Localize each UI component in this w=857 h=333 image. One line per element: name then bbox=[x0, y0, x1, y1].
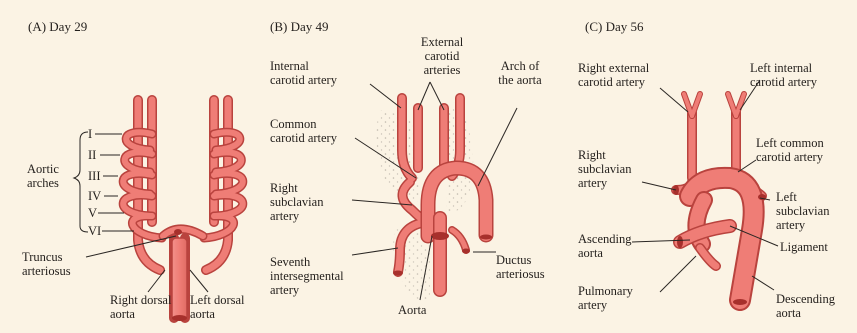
arch-numeral-ii: II bbox=[88, 148, 96, 162]
label-right-subclavian-c: Right subclavian artery bbox=[578, 148, 631, 190]
label-left-common-carotid: Left common carotid artery bbox=[756, 136, 824, 164]
panel-a-vessels bbox=[123, 100, 243, 321]
panel-c-title: (C) Day 56 bbox=[585, 20, 644, 34]
label-right-dorsal-aorta: Right dorsal aorta bbox=[110, 293, 171, 321]
arch-numeral-i: I bbox=[88, 127, 92, 141]
label-ductus-arteriosus: Ductus arteriosus bbox=[496, 253, 545, 281]
panel-c-vessels bbox=[673, 94, 766, 305]
label-right-subclavian-b: Right subclavian artery bbox=[270, 181, 323, 223]
arch-numeral-iii: III bbox=[88, 169, 101, 183]
label-left-dorsal-aorta: Left dorsal aorta bbox=[190, 293, 245, 321]
arch-numeral-vi: VI bbox=[88, 224, 101, 238]
label-internal-carotid: Internal carotid artery bbox=[270, 59, 337, 87]
label-descending-aorta: Descending aorta bbox=[776, 292, 835, 320]
label-common-carotid: Common carotid artery bbox=[270, 117, 337, 145]
label-pulmonary-artery: Pulmonary artery bbox=[578, 284, 633, 312]
arch-numeral-iv: IV bbox=[88, 189, 101, 203]
label-left-internal-carotid: Left internal carotid artery bbox=[750, 61, 817, 89]
label-ascending-aorta: Ascending aorta bbox=[578, 232, 631, 260]
arch-numeral-v: V bbox=[88, 206, 97, 220]
label-aortic-arches: Aortic arches bbox=[27, 162, 59, 190]
label-truncus-arteriosus: Truncus arteriosus bbox=[22, 250, 71, 278]
label-ligament: Ligament bbox=[780, 240, 828, 254]
panel-a-title: (A) Day 29 bbox=[28, 20, 87, 34]
label-aorta: Aorta bbox=[398, 303, 426, 317]
panel-b-title: (B) Day 49 bbox=[270, 20, 329, 34]
label-right-external-carotid: Right external carotid artery bbox=[578, 61, 649, 89]
label-external-carotid: External carotid arteries bbox=[402, 35, 482, 77]
label-seventh-intersegmental: Seventh intersegmental artery bbox=[270, 255, 344, 297]
label-arch-of-aorta: Arch of the aorta bbox=[488, 59, 552, 87]
label-left-subclavian: Left subclavian artery bbox=[776, 190, 829, 232]
